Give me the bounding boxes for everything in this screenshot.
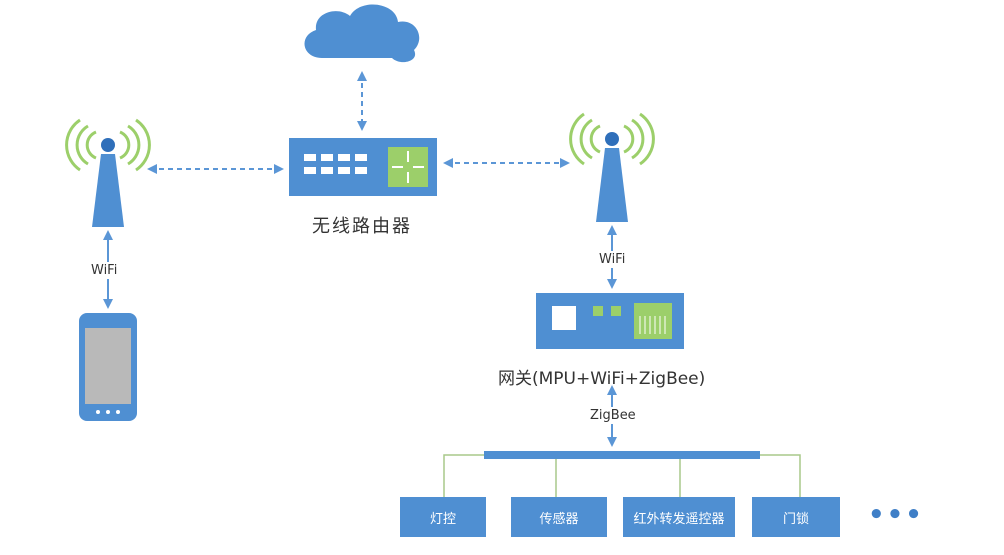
device-door-lock: 门锁 [752,497,840,537]
router-icon [289,138,437,196]
cloud-icon [304,4,420,63]
zigbee-label: ZigBee [588,407,638,424]
device-light-control: 灯控 [400,497,486,537]
left-antenna-icon [65,118,151,227]
wifi-right-label: WiFi [597,251,628,268]
gateway-icon [536,293,684,349]
device-ir-remote: 红外转发遥控器 [623,497,735,537]
gateway-label: 网关(MPU+WiFi+ZigBee) [498,369,706,389]
right-antenna-icon [569,112,655,222]
zigbee-bus [443,451,801,497]
device-sensor: 传感器 [511,497,607,537]
phone-icon [79,313,137,421]
router-label: 无线路由器 [312,216,412,237]
wifi-left-label: WiFi [89,262,120,279]
more-devices-ellipsis: ••• [868,500,924,530]
